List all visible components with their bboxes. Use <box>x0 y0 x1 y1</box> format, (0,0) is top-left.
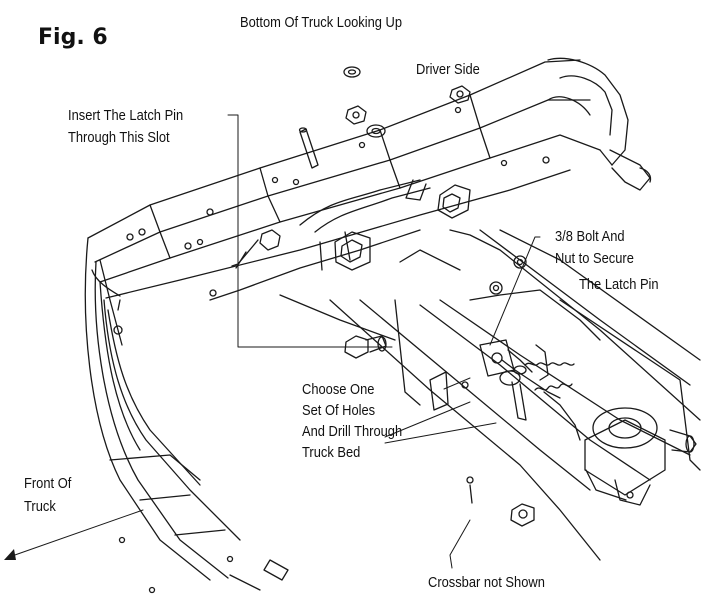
crossbar-label: Crossbar not Shown <box>428 574 545 591</box>
figure-label: Fig. 6 <box>38 25 108 50</box>
crossmember-channel <box>279 229 701 561</box>
front-arrowhead <box>4 549 16 560</box>
figure-subtitle: Bottom Of Truck Looking Up <box>240 14 403 31</box>
lower-bolt <box>466 476 535 527</box>
leader-lines <box>11 114 541 569</box>
loose-hardware <box>298 66 471 169</box>
driver-side-label: Driver Side <box>416 61 480 78</box>
front-label-line1: Front Of <box>24 475 72 492</box>
holes-label-line1: Choose One <box>302 381 375 398</box>
front-label-line2: Truck <box>24 498 56 515</box>
suspension-bracket <box>547 57 652 191</box>
channel-bolt <box>344 335 387 359</box>
latch-mechanism <box>479 339 581 441</box>
hitch-block <box>584 407 697 506</box>
holes-label-line2: Set Of Holes <box>302 402 376 419</box>
bolt-nut-label-line2: Nut to Secure <box>555 250 634 267</box>
latch-slot-label-line1: Insert The Latch Pin <box>68 107 184 124</box>
fender <box>84 237 289 594</box>
bolt-nut-label-line3: The Latch Pin <box>579 276 659 293</box>
bolt-nut-label-line1: 3/8 Bolt And <box>555 228 625 245</box>
latch-brackets <box>231 179 471 271</box>
holes-label-line4: Truck Bed <box>302 444 361 461</box>
frame-rail <box>87 59 601 301</box>
holes-label-line3: And Drill Through <box>302 423 403 440</box>
latch-slot-label-line2: Through This Slot <box>68 129 170 146</box>
